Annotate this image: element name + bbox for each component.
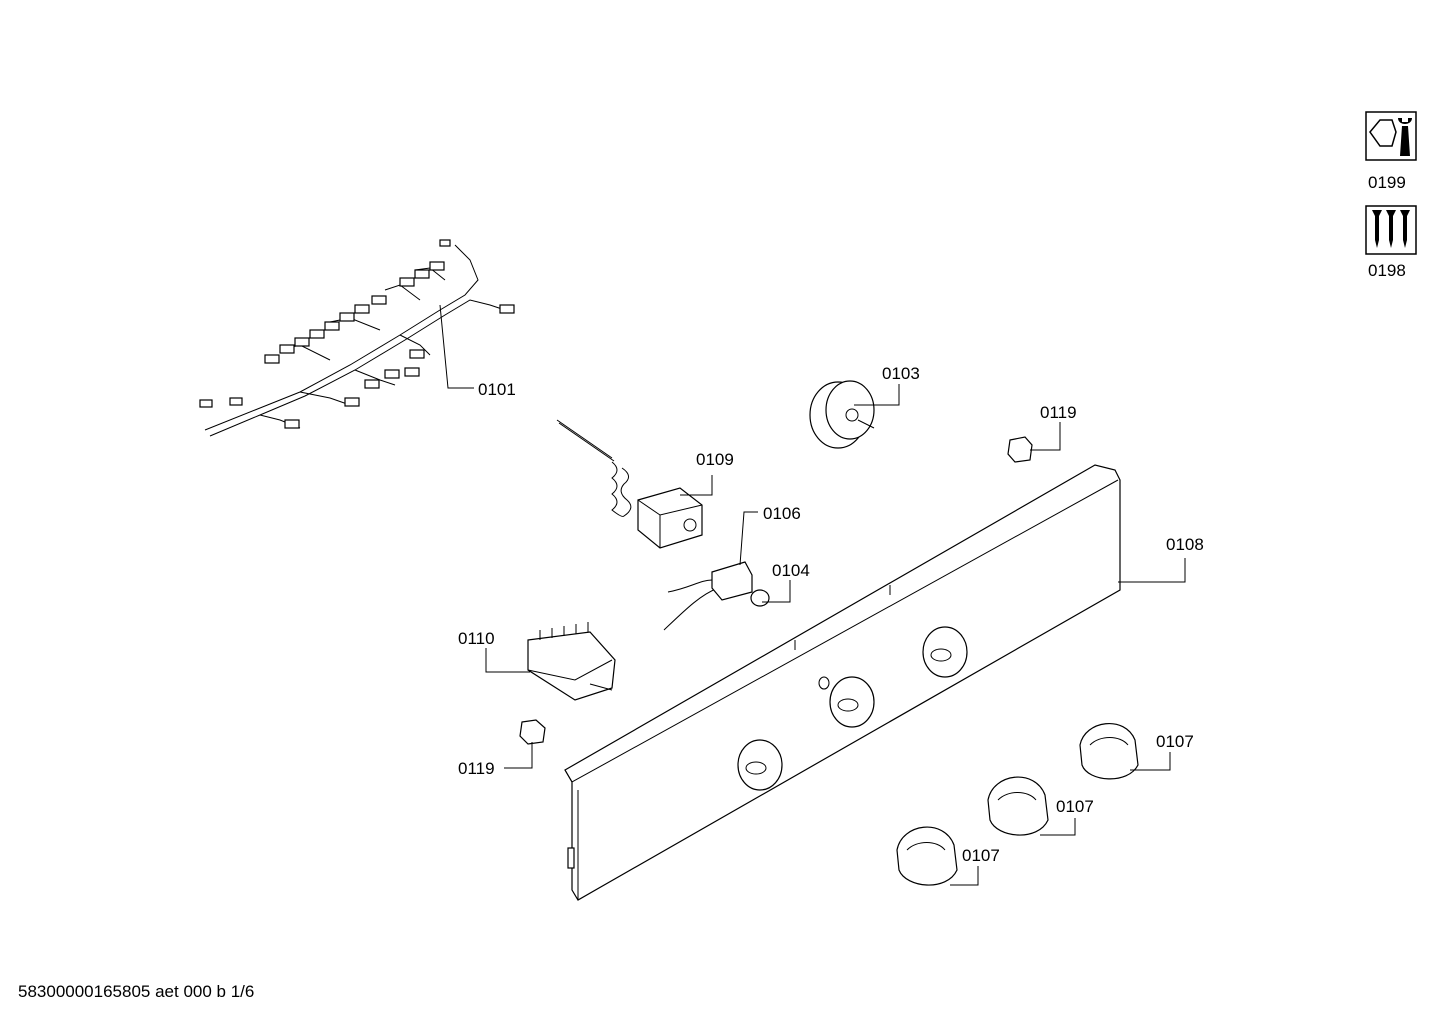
thermostat[interactable] [556, 419, 713, 549]
callout-0107-right: 0107 [1156, 732, 1194, 751]
callout-0106: 0106 [763, 504, 801, 523]
timer[interactable] [809, 380, 900, 449]
document-footer: 58300000165805 aet 000 b 1/6 [18, 982, 255, 1001]
pilot-lamp-assembly[interactable] [663, 511, 791, 631]
callout-0103: 0103 [882, 364, 920, 383]
knob-middle[interactable] [987, 776, 1076, 836]
callout-0110: 0110 [458, 629, 495, 648]
icon-label-0199: 0199 [1368, 173, 1406, 192]
selector-switch[interactable] [485, 622, 616, 701]
knob-left[interactable] [896, 826, 979, 886]
clip-left[interactable] [504, 719, 546, 769]
icon-label-0198: 0198 [1368, 261, 1406, 280]
screws-icon[interactable] [1365, 205, 1417, 255]
callout-0119-right: 0119 [1040, 403, 1077, 422]
wrench-nut-icon[interactable] [1365, 111, 1417, 161]
callout-0107-left: 0107 [962, 846, 1000, 865]
callout-0109: 0109 [696, 450, 734, 469]
callout-0107-middle: 0107 [1056, 797, 1094, 816]
callout-0101: 0101 [478, 380, 516, 399]
callout-0108: 0108 [1166, 535, 1204, 554]
callout-0119-left: 0119 [458, 759, 495, 778]
clip-right[interactable] [1007, 422, 1061, 463]
knob-right[interactable] [1079, 723, 1171, 780]
callout-0104: 0104 [772, 561, 810, 580]
wiring-harness[interactable] [199, 239, 515, 437]
control-panel[interactable] [564, 464, 1186, 901]
